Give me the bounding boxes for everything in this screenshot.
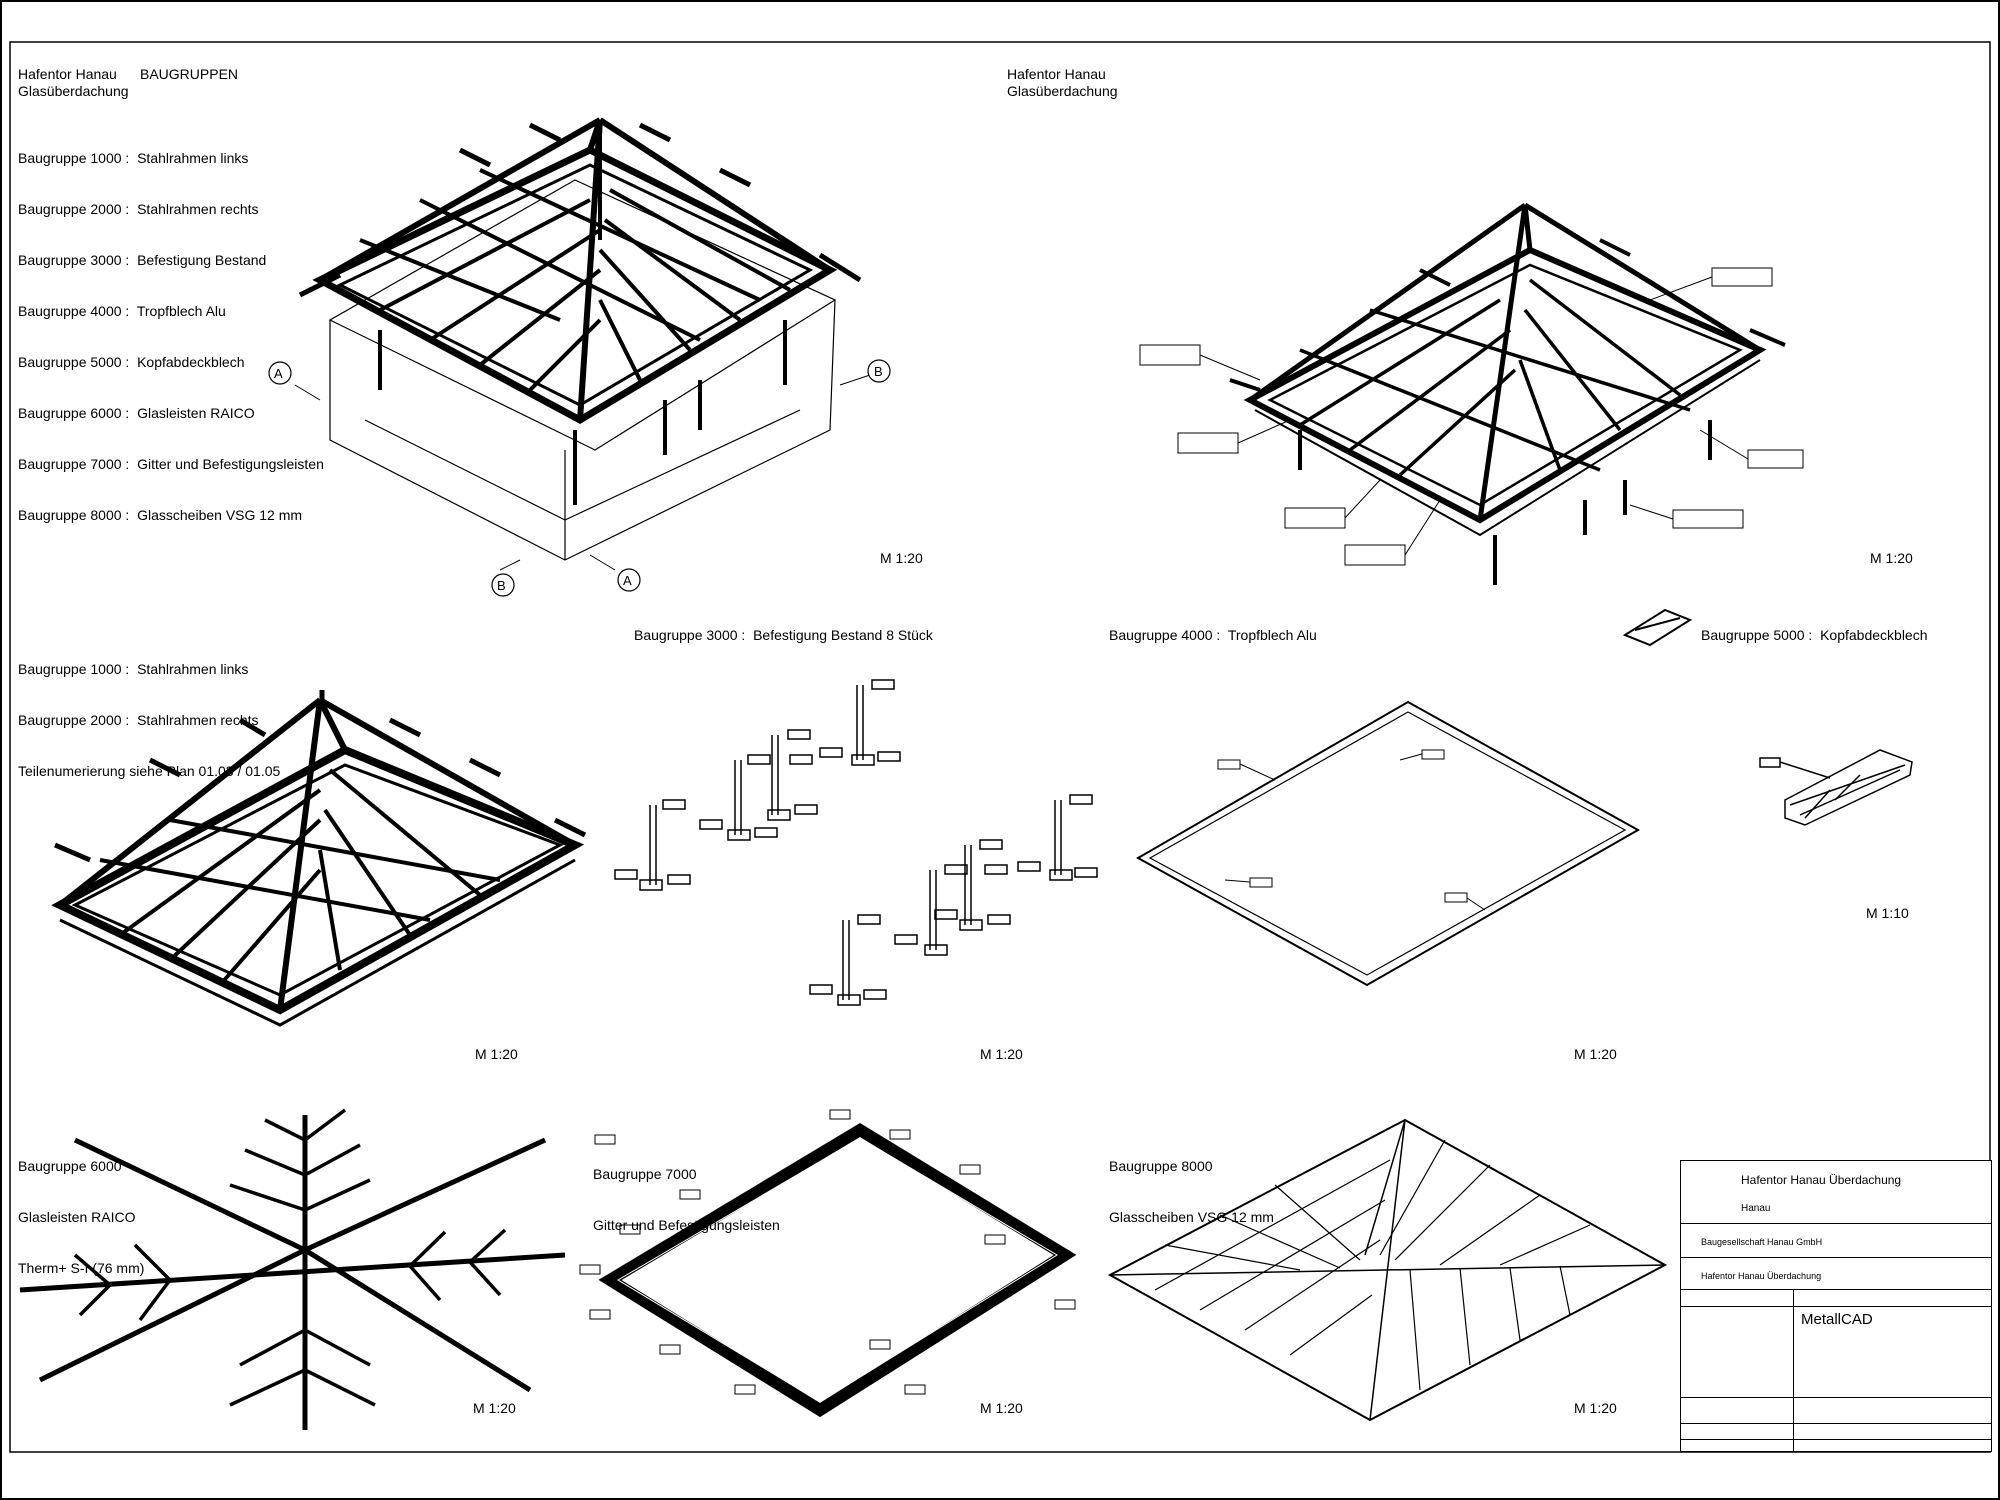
group-line: Baugruppe 6000 : Glasleisten RAICO <box>18 405 255 421</box>
roof-assembly-iso-left <box>294 117 871 571</box>
caption-line: Therm+ S-I (76 mm) <box>18 1260 145 1276</box>
scale-mid-4: M 1:10 <box>1866 905 1909 921</box>
group-line: Baugruppe 1000 : Stahlrahmen links <box>18 150 249 166</box>
title-block-object: Hafentor Hanau Überdachung <box>1701 1271 1822 1281</box>
top-left-project: Hafentor Hanau <box>18 66 117 82</box>
title-block-client: Baugesellschaft Hanau GmbH <box>1701 1237 1823 1247</box>
scale-mid-3: M 1:20 <box>1574 1046 1617 1062</box>
mid-1-caption: Baugruppe 1000 : Stahlrahmen links Baugr… <box>18 627 280 797</box>
anchor-brackets <box>614 679 1098 1006</box>
inner-frame <box>9 41 1991 1453</box>
assembly-group-list: Baugruppe 1000 : Stahlrahmen links Baugr… <box>18 116 324 541</box>
top-left-subtitle: Glasüberdachung <box>18 83 129 99</box>
scale-bot-2: M 1:20 <box>980 1400 1023 1416</box>
caption-line: Baugruppe 1000 : Stahlrahmen links <box>18 661 249 677</box>
title-block: Hafentor Hanau Überdachung Hanau Baugese… <box>1680 1160 1992 1452</box>
caption-line: Glasscheiben VSG 12 mm <box>1109 1209 1274 1225</box>
top-right-project: Hafentor Hanau <box>1007 66 1106 82</box>
caption-line: Baugruppe 2000 : Stahlrahmen rechts <box>18 712 259 728</box>
group-line: Baugruppe 8000 : Glasscheiben VSG 12 mm <box>18 507 303 523</box>
caption-line: Baugruppe 6000 <box>18 1158 122 1174</box>
section-marker-a2: A <box>623 573 632 588</box>
cap-plate <box>1759 749 1913 826</box>
section-marker-b1: B <box>874 364 883 379</box>
mid-4-title: Baugruppe 5000 : Kopfabdeckblech <box>1701 627 1928 643</box>
scale-bot-1: M 1:20 <box>473 1400 516 1416</box>
caption-line: Gitter und Befestigungsleisten <box>593 1217 780 1233</box>
drip-plate <box>1135 700 1641 987</box>
top-right-subtitle: Glasüberdachung <box>1007 83 1118 99</box>
cap-plate-small <box>1622 608 1693 647</box>
steel-frame-iso <box>51 690 587 1027</box>
scale-top-left: M 1:20 <box>880 550 923 566</box>
caption-line: Teilenumerierung siehe Plan 01.03 / 01.0… <box>18 763 281 779</box>
bot-2-caption: Baugruppe 7000 Gitter und Befestigungsle… <box>593 1132 780 1251</box>
scale-mid-2: M 1:20 <box>980 1046 1023 1062</box>
title-block-project: Hafentor Hanau Überdachung <box>1741 1173 1902 1187</box>
glass-panes-iso <box>1107 1118 1668 1422</box>
title-block-location: Hanau <box>1741 1203 1771 1214</box>
section-marker-b2: B <box>497 578 506 593</box>
mid-2-title: Baugruppe 3000 : Befestigung Bestand 8 S… <box>634 627 933 643</box>
bot-1-caption: Baugruppe 6000 Glasleisten RAICO Therm+ … <box>18 1124 144 1294</box>
title-block-company: MetallCAD <box>1801 1311 1873 1328</box>
top-left-heading: BAUGRUPPEN <box>140 66 239 82</box>
caption-line: Baugruppe 7000 <box>593 1166 697 1182</box>
group-line: Baugruppe 4000 : Tropfblech Alu <box>18 303 226 319</box>
caption-line: Baugruppe 8000 <box>1109 1158 1213 1174</box>
group-line: Baugruppe 3000 : Befestigung Bestand <box>18 252 267 268</box>
group-line: Baugruppe 7000 : Gitter und Befestigungs… <box>18 456 324 472</box>
mid-3-title: Baugruppe 4000 : Tropfblech Alu <box>1109 627 1317 643</box>
group-line: Baugruppe 5000 : Kopfabdeckblech <box>18 354 245 370</box>
section-markers <box>268 359 891 597</box>
scale-top-right: M 1:20 <box>1870 550 1913 566</box>
group-line: Baugruppe 2000 : Stahlrahmen rechts <box>18 201 259 217</box>
scale-bot-3: M 1:20 <box>1574 1400 1617 1416</box>
roof-assembly-iso-right <box>1139 202 1804 585</box>
grid-frame-iso <box>579 1109 1077 1418</box>
section-marker-a1: A <box>274 366 283 381</box>
bot-3-caption: Baugruppe 8000 Glasscheiben VSG 12 mm <box>1109 1124 1274 1243</box>
caption-line: Glasleisten RAICO <box>18 1209 136 1225</box>
glass-strips-iso <box>19 1108 566 1430</box>
scale-mid-1: M 1:20 <box>475 1046 518 1062</box>
